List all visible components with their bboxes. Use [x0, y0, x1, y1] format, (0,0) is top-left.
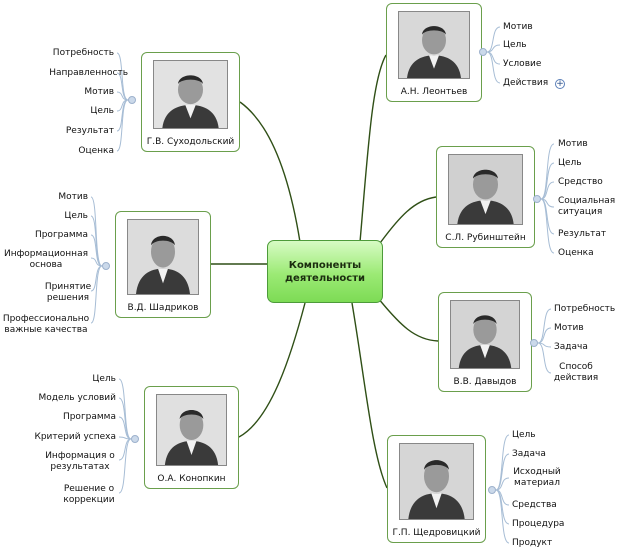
list-item[interactable]: Направленность [49, 68, 128, 78]
collapse-knob-icon[interactable] [128, 96, 136, 104]
list-item[interactable]: Цель [92, 374, 116, 384]
connector-line [486, 51, 501, 84]
connector-line [374, 196, 437, 251]
connector-line [90, 215, 103, 267]
list-item[interactable]: Цель [90, 106, 114, 116]
list-item[interactable]: Средство [558, 177, 603, 187]
central-topic[interactable]: Компоненты деятельности [267, 240, 383, 303]
connector-line [495, 453, 510, 491]
connector-line [351, 302, 388, 489]
list-item[interactable]: Исходный материал [513, 467, 561, 488]
list-item[interactable]: Мотив [554, 323, 584, 333]
collapse-knob-icon[interactable] [533, 195, 541, 203]
connector-line [377, 297, 439, 342]
collapse-knob-icon[interactable] [488, 486, 496, 494]
list-item[interactable]: Мотив [84, 87, 114, 97]
card-sukhodolsky[interactable]: Г.В. Суходольский [141, 52, 240, 152]
list-item[interactable]: Цель [503, 40, 527, 50]
card-caption: А.Н. Леонтьев [400, 87, 468, 97]
list-item[interactable]: Информационная основа [3, 249, 88, 270]
list-item[interactable]: Критерий успеха [34, 432, 116, 442]
portrait-leontiev [398, 11, 470, 79]
list-item[interactable]: Цель [558, 158, 582, 168]
list-item[interactable]: Социальная ситуация [558, 196, 616, 217]
list-item[interactable]: Задача [512, 449, 546, 459]
list-item[interactable]: Мотив [503, 22, 533, 32]
card-caption: О.А. Конопкин [157, 474, 226, 484]
connector-line [540, 198, 555, 254]
list-item[interactable]: Мотив [558, 139, 588, 149]
connector-line [537, 308, 552, 344]
list-item[interactable]: Программа [62, 412, 116, 422]
list-item[interactable]: Оценка [558, 248, 594, 258]
central-topic-label: Компоненты деятельности [284, 259, 365, 284]
connector-line [90, 257, 103, 267]
connector-line [495, 489, 510, 544]
connector-line [486, 26, 501, 53]
list-item[interactable]: Оценка [78, 146, 114, 156]
plus-circle-icon[interactable]: + [555, 79, 565, 89]
connector-line [495, 477, 510, 491]
connector-line [239, 101, 301, 243]
connector-line [90, 265, 103, 324]
list-item[interactable]: Условие [503, 59, 542, 69]
list-item[interactable]: Средства [512, 500, 557, 510]
card-shadrikov[interactable]: В.Д. Шадриков [115, 211, 211, 318]
card-konopkin[interactable]: О.А. Конопкин [144, 386, 239, 489]
connector-line [359, 54, 387, 243]
list-item[interactable]: Задача [554, 342, 588, 352]
card-shchedrovitsky[interactable]: Г.П. Щедровицкий [387, 435, 486, 543]
connector-line [118, 397, 132, 440]
connector-line [118, 438, 132, 494]
connector-line [118, 438, 132, 461]
card-caption: С.Л. Рубинштейн [445, 233, 526, 243]
card-caption: В.В. Давыдов [453, 377, 517, 387]
connector-line [537, 342, 552, 374]
list-item[interactable]: Принятие решения [44, 282, 92, 303]
list-item[interactable]: Процедура [512, 519, 565, 529]
connector-line [116, 72, 129, 101]
list-item[interactable]: Результат [65, 126, 114, 136]
list-item[interactable]: Продукт [512, 538, 553, 548]
list-item[interactable]: Информация о результатах [45, 451, 115, 472]
portrait-sukhodolsky [153, 60, 228, 129]
portrait-rubinstein [448, 154, 523, 225]
card-davydov[interactable]: В.В. Давыдов [438, 292, 532, 392]
list-item[interactable]: Способ действия [553, 362, 599, 383]
portrait-shadrikov [127, 219, 199, 295]
list-item[interactable]: Цель [512, 430, 536, 440]
card-rubinstein[interactable]: С.Л. Рубинштейн [436, 146, 535, 248]
connector-line [116, 99, 129, 152]
list-item[interactable]: Цель [64, 211, 88, 221]
list-item[interactable]: Мотив [58, 192, 88, 202]
list-item[interactable]: Потребность [554, 304, 616, 314]
connector-line [238, 302, 306, 438]
list-item[interactable]: Программа [34, 230, 88, 240]
portrait-shchedrovitsky [399, 443, 474, 520]
collapse-knob-icon[interactable] [131, 435, 139, 443]
connector-line [540, 181, 555, 200]
list-item[interactable]: Решение о коррекции [63, 484, 115, 505]
connector-line [118, 416, 132, 440]
portrait-davydov [450, 300, 520, 369]
card-caption: В.Д. Шадриков [127, 303, 199, 313]
list-item[interactable]: Профессионально важные качества [2, 314, 90, 335]
connector-line [116, 52, 129, 101]
connector-line [540, 162, 555, 200]
collapse-knob-icon[interactable] [102, 262, 110, 270]
connector-line [537, 327, 552, 344]
list-item[interactable]: Действия [503, 78, 549, 88]
connector-line [90, 234, 103, 267]
connector-line [486, 51, 501, 65]
card-caption: Г.В. Суходольский [146, 137, 235, 147]
collapse-knob-icon[interactable] [530, 339, 538, 347]
list-item[interactable]: Результат [558, 229, 607, 239]
list-item[interactable]: Потребность [52, 48, 114, 58]
card-leontiev[interactable]: А.Н. Леонтьев [386, 3, 482, 102]
list-item[interactable]: Модель условий [38, 393, 116, 403]
card-caption: Г.П. Щедровицкий [392, 528, 481, 538]
portrait-konopkin [156, 394, 227, 466]
collapse-knob-icon[interactable] [479, 48, 487, 56]
